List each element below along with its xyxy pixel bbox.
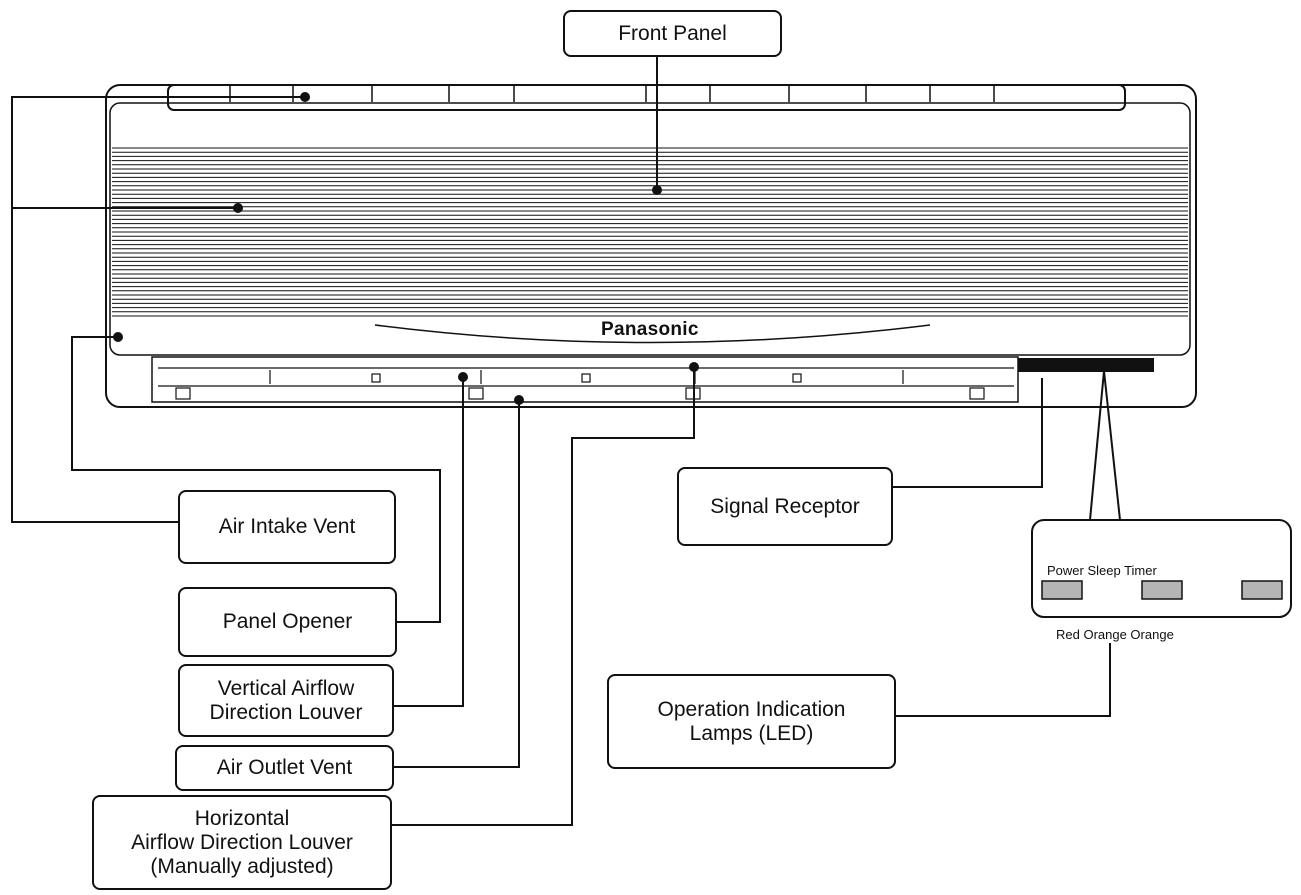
led-colors: Red Orange Orange (1056, 627, 1174, 642)
leader-dots (113, 92, 699, 405)
louver-clips (175, 370, 985, 400)
louver-clip (371, 373, 381, 383)
callout-line: Air Outlet Vent (216, 756, 353, 779)
led-detail-panel (1031, 519, 1292, 618)
callout-line: Vertical Airflow (217, 676, 355, 700)
callout-line: Airflow Direction Louver (131, 830, 353, 854)
callout-line: Lamps (LED) (689, 721, 814, 745)
label-air-outlet-vent: Air Outlet Vent (175, 745, 394, 791)
leader-lines (11, 57, 1121, 826)
callout-line: Operation Indication (657, 697, 846, 721)
callout-line: Horizontal (194, 806, 290, 830)
brand-logo-text: Panasonic (601, 319, 699, 340)
callout-line: (Manually adjusted) (150, 854, 334, 878)
callout-line: Panel Opener (222, 610, 353, 633)
callout-line: Direction Louver (209, 700, 363, 724)
front-panel-curve (374, 324, 931, 344)
label-front-panel: Front Panel (563, 10, 782, 57)
outlet-louver-frame (151, 356, 1019, 403)
front-panel-outline (109, 102, 1191, 356)
louver-clip (792, 373, 802, 383)
label-signal-receptor: Signal Receptor (677, 467, 893, 546)
callout-line: Front Panel (618, 21, 727, 45)
led-lamp (1041, 580, 1083, 600)
label-panel-opener: Panel Opener (178, 587, 397, 657)
louver-clip (581, 373, 591, 383)
louver-clip (175, 387, 191, 400)
led-lamps (1041, 580, 1283, 600)
louver-clip (969, 387, 985, 400)
callout-line: Air Intake Vent (218, 515, 356, 538)
signal-led-bar (1018, 358, 1154, 372)
louver-clip (468, 387, 484, 400)
callout-line: Signal Receptor (710, 494, 860, 518)
led-names: Power Sleep Timer (1047, 563, 1157, 578)
front-panel-slats (112, 147, 1188, 317)
top-strip-ribs (229, 86, 995, 102)
led-lamp (1141, 580, 1183, 600)
led-lamp (1241, 580, 1283, 600)
label-air-intake-vent: Air Intake Vent (178, 490, 396, 564)
